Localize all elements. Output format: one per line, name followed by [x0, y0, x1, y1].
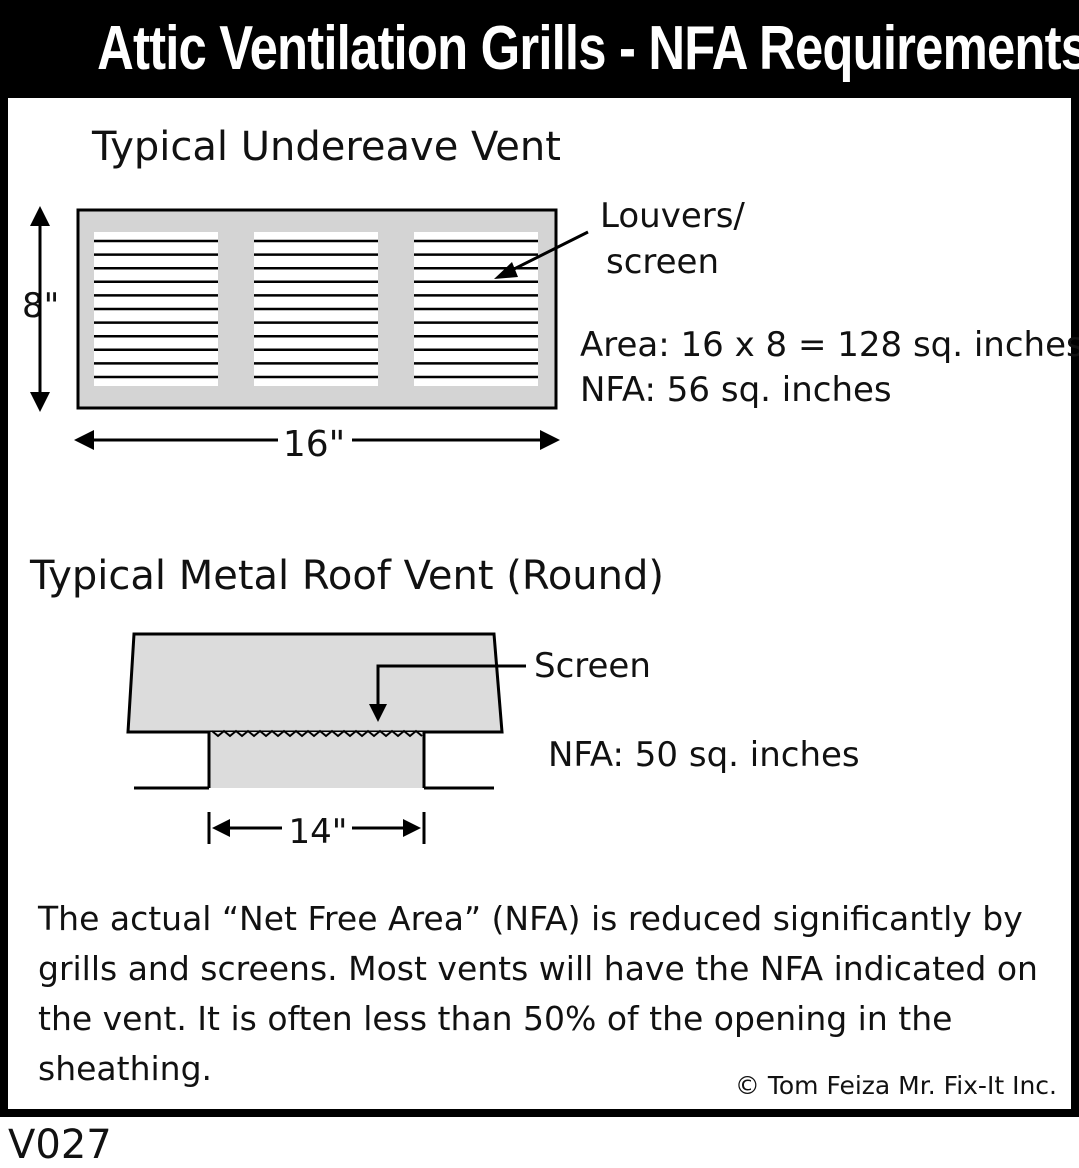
- roof-vent-nfa-text: NFA: 50 sq. inches: [548, 735, 860, 775]
- dim14-arrow-right: [403, 819, 421, 837]
- louvers-label-line1: Louvers/: [600, 196, 745, 236]
- roof-vent-width-label: 14": [289, 812, 348, 852]
- width-dimension-label: 16": [283, 424, 345, 465]
- undereave-nfa-text: NFA: 56 sq. inches: [580, 370, 892, 410]
- diagram-code: V027: [8, 1122, 112, 1168]
- title-bar: [0, 0, 1079, 98]
- roof-vent-heading: Typical Metal Roof Vent (Round): [30, 553, 664, 599]
- width-arrow-right: [540, 430, 560, 450]
- dim14-arrow-left: [212, 819, 230, 837]
- width-arrow-left: [74, 430, 94, 450]
- louvers-label-line2: screen: [606, 242, 720, 282]
- louver-panels: [94, 232, 538, 386]
- screen-pointer-line: [376, 664, 526, 708]
- roof-vent-cap: [126, 632, 504, 734]
- screen-mesh: [211, 729, 423, 738]
- louvers-pointer-arrowhead: [494, 262, 518, 279]
- undereave-heading: Typical Undereave Vent: [92, 124, 561, 170]
- page-title: Attic Ventilation Grills - NFA Requireme…: [97, 14, 1079, 83]
- height-arrow-bottom: [30, 392, 50, 412]
- roof-vent-collar: [209, 732, 424, 788]
- screen-label: Screen: [534, 646, 651, 686]
- copyright: © Tom Feiza Mr. Fix-It Inc.: [734, 1071, 1057, 1100]
- louvers-pointer-line: [507, 230, 589, 274]
- undereave-area-text: Area: 16 x 8 = 128 sq. inches: [580, 325, 1079, 365]
- description-text: The actual “Net Free Area” (NFA) is redu…: [38, 899, 1038, 1088]
- screen-pointer-arrowhead: [369, 704, 387, 722]
- height-arrow-top: [30, 206, 50, 226]
